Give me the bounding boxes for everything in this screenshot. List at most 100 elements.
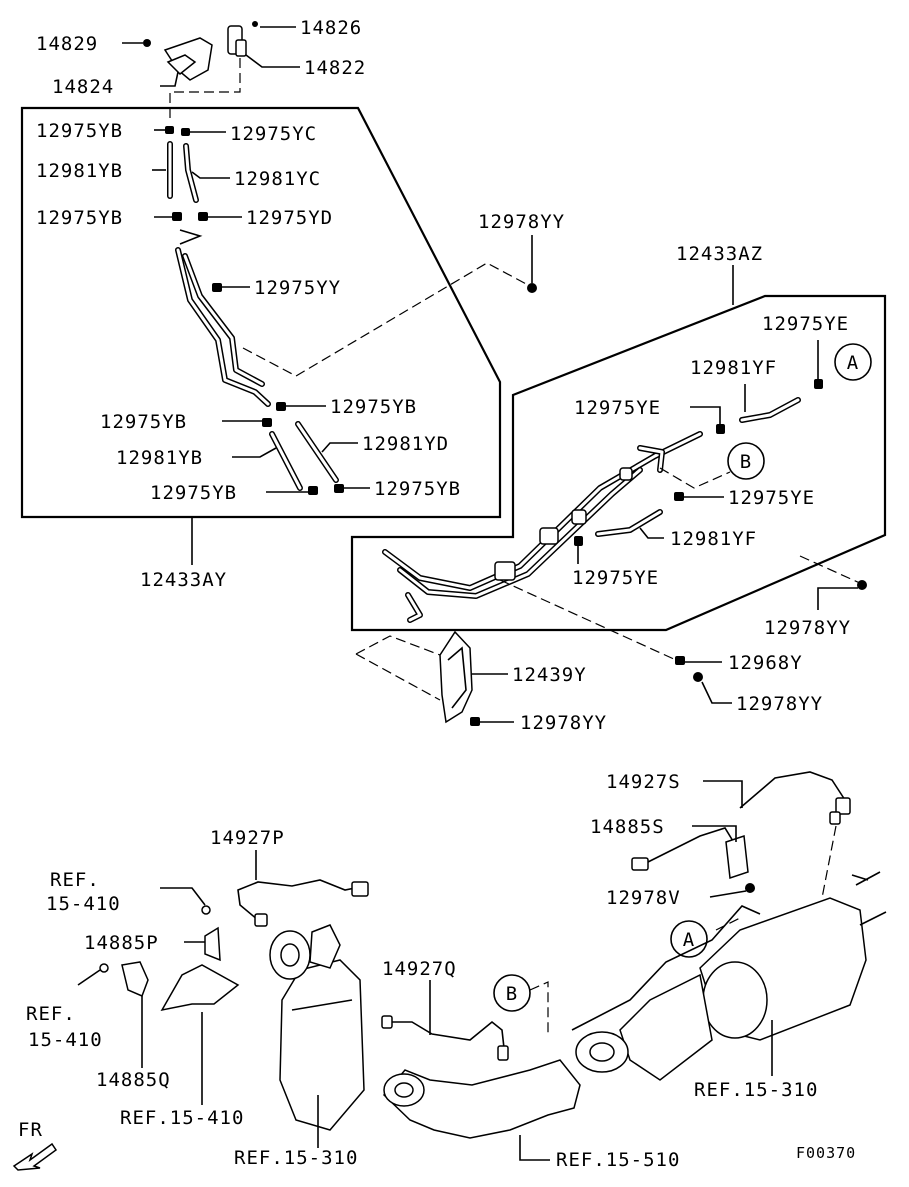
nut-ref-15-410-b <box>99 963 109 973</box>
label-14927q: 14927Q <box>382 958 457 980</box>
label-12968y: 12968Y <box>728 652 803 674</box>
callout-circle-b-bottom <box>493 974 531 1012</box>
label-12433az: 12433AZ <box>676 243 763 265</box>
catalytic-converter <box>269 924 365 1131</box>
label-14824: 14824 <box>52 76 114 98</box>
o2-sensor-14927p <box>237 879 369 927</box>
label-ref-15-310-b: REF.15-310 <box>694 1079 818 1101</box>
leader-12978yy-b <box>817 587 858 610</box>
label-14829: 14829 <box>36 33 98 55</box>
label-14885q: 14885Q <box>96 1069 171 1091</box>
link-12968y <box>499 579 677 661</box>
label-14826: 14826 <box>300 17 362 39</box>
leader-14824 <box>160 71 179 87</box>
label-12975yy: 12975YY <box>254 277 341 299</box>
label-12981yb-b: 12981YB <box>116 447 203 469</box>
hose-set-left <box>165 126 344 495</box>
link-a-bottom <box>821 825 837 899</box>
link-heat-protector-2 <box>355 653 441 701</box>
leader-12978v <box>709 890 747 898</box>
label-12439y: 12439Y <box>512 664 587 686</box>
callout-circle-b-top <box>727 442 765 480</box>
label-ref-15-410-a-line2: 15-410 <box>46 893 121 915</box>
label-12433ay: 12433AY <box>140 569 227 591</box>
vacuum-pipe-assembly-right <box>382 379 823 623</box>
label-14885s: 14885S <box>590 816 665 838</box>
label-12981yf-a: 12981YF <box>690 357 777 379</box>
label-ref-15-510: REF.15-510 <box>556 1149 680 1171</box>
label-14885p: 14885P <box>84 932 159 954</box>
figure-code: F00370 <box>796 1144 856 1162</box>
label-12975yb-a: 12975YB <box>36 120 123 142</box>
heat-protector-12439y <box>439 630 473 724</box>
label-14927s: 14927S <box>606 771 681 793</box>
leader-12981yf-b <box>639 527 664 539</box>
callout-b-bottom: B <box>506 983 518 1005</box>
leader-ref-15-410-a <box>160 887 206 906</box>
callout-a-top: A <box>847 352 859 374</box>
leader-12981yc <box>191 171 230 179</box>
label-12975yb-d: 12975YB <box>100 411 187 433</box>
label-12975ye-b: 12975YE <box>574 397 661 419</box>
o2-sensor-14927q <box>381 1015 509 1061</box>
leader-12981yd <box>321 442 358 453</box>
label-ref-15-410-b-line1: REF. <box>26 1003 76 1025</box>
label-12975ye-d: 12975YE <box>572 567 659 589</box>
label-14822: 14822 <box>304 57 366 79</box>
label-12975yc: 12975YC <box>230 123 317 145</box>
link-heat-protector <box>355 635 441 656</box>
label-12975yb-f: 12975YB <box>374 478 461 500</box>
label-12978v: 12978V <box>606 887 681 909</box>
label-ref-15-410-a-line1: REF. <box>50 869 100 891</box>
callout-a-bottom: A <box>683 929 695 951</box>
leader-ref-15-410-b <box>77 969 101 986</box>
label-12978yy-a: 12978YY <box>478 211 565 233</box>
link-12978yy-a <box>242 262 531 377</box>
group-box-12433ay <box>20 106 502 519</box>
label-ref-15-410-b-line2: 15-410 <box>28 1029 103 1051</box>
bracket-14885p <box>160 926 240 1012</box>
leader-14885s <box>692 825 737 842</box>
label-12978yy-d: 12978YY <box>736 693 823 715</box>
leader-14927s <box>703 780 743 808</box>
label-12975ye-c: 12975YE <box>728 487 815 509</box>
nut-ref-15-410-a <box>201 905 211 915</box>
link-b-bottom <box>529 981 549 1036</box>
bracket-14885q <box>121 961 149 997</box>
label-12975yb-c: 12975YB <box>330 396 417 418</box>
label-fr: FR <box>18 1119 43 1141</box>
link-a-bottom-2 <box>715 917 741 931</box>
link-12978yy-b <box>799 555 863 585</box>
group-box-12433az <box>350 294 887 632</box>
label-12975yb-b: 12975YB <box>36 207 123 229</box>
label-14927p: 14927P <box>210 827 285 849</box>
leader-12975ye-b <box>690 406 721 424</box>
link-b-top <box>659 467 731 489</box>
callout-circle-a-top <box>834 343 872 381</box>
label-12981yc: 12981YC <box>234 168 321 190</box>
label-12975yd: 12975YD <box>246 207 333 229</box>
label-12978yy-b: 12978YY <box>764 617 851 639</box>
label-12978yy-c: 12978YY <box>520 712 607 734</box>
leader-ref-15-510 <box>519 1135 550 1161</box>
label-ref-15-410-c: REF.15-410 <box>120 1107 244 1129</box>
vacuum-valve-assembly <box>143 21 258 81</box>
label-12975ye-a: 12975YE <box>762 313 849 335</box>
leader-12978yy-d <box>701 681 732 704</box>
leader-14822 <box>245 54 300 68</box>
link-valve-to-hoses <box>169 58 241 118</box>
leader-12981yb-b <box>232 447 277 458</box>
label-12981yb-a: 12981YB <box>36 160 123 182</box>
callout-b-top: B <box>740 451 752 473</box>
sensor-harness-14885s <box>631 827 749 880</box>
callout-circle-a-bottom <box>670 920 708 958</box>
label-12981yd: 12981YD <box>362 433 449 455</box>
label-12975yb-e: 12975YB <box>150 482 237 504</box>
muffler-assembly <box>571 871 887 1081</box>
front-exhaust-pipe <box>382 1059 581 1139</box>
label-ref-15-310-a: REF.15-310 <box>234 1147 358 1169</box>
label-12981yf-b: 12981YF <box>670 528 757 550</box>
o2-sensor-14927s <box>739 771 851 825</box>
front-direction-arrow <box>12 1142 58 1171</box>
